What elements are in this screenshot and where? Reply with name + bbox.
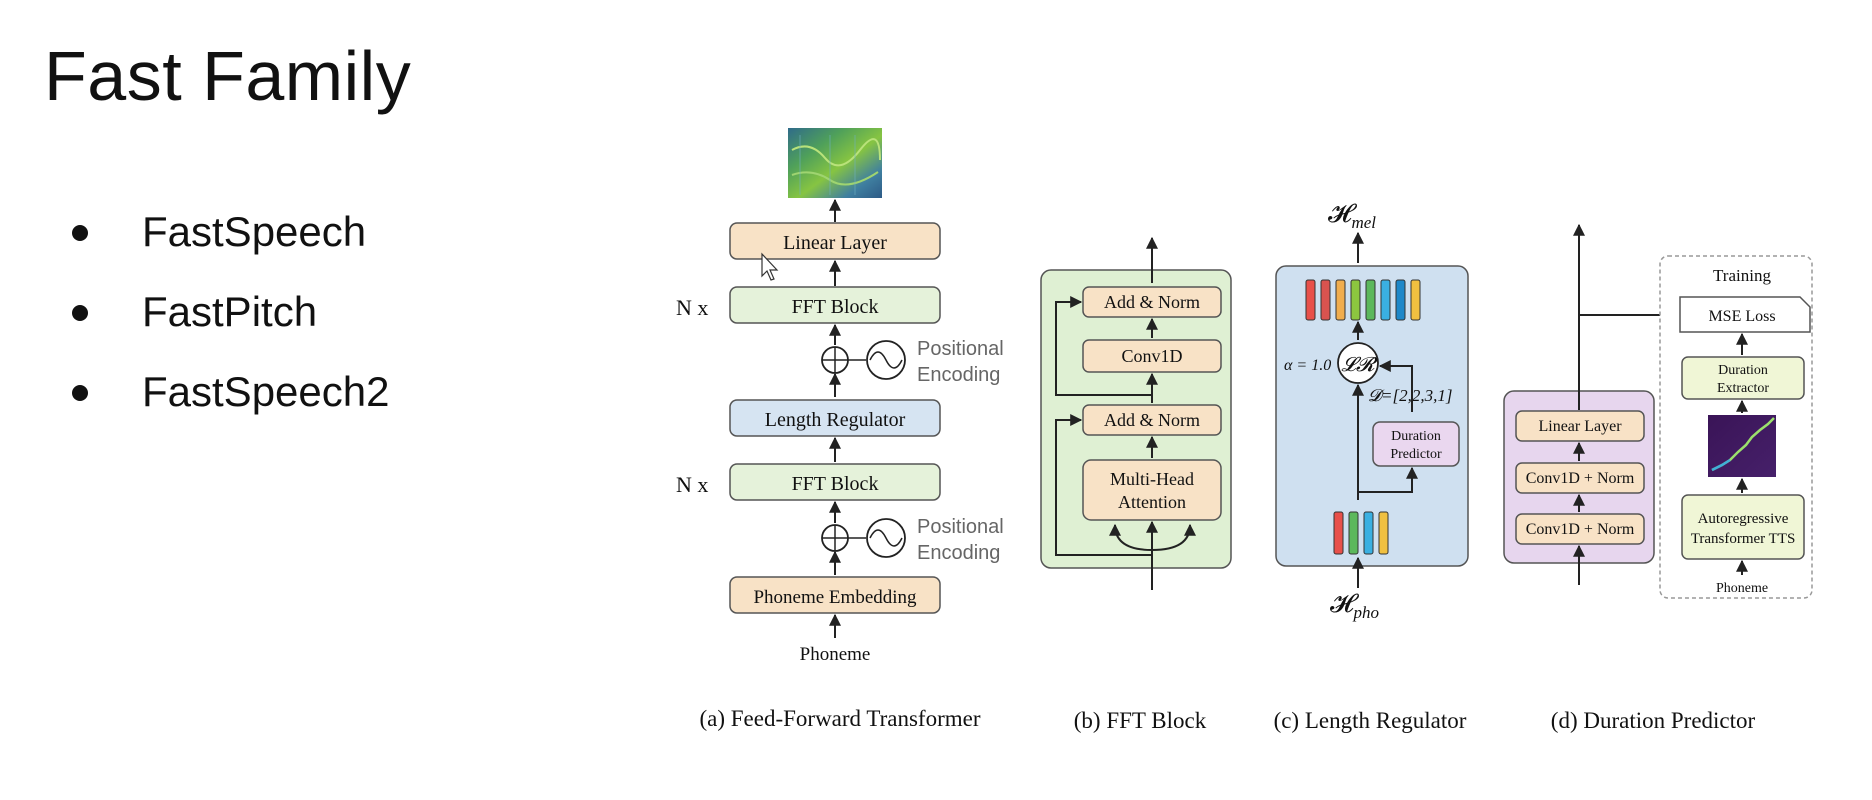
phoneme-embedding-label: Phoneme Embedding — [753, 587, 917, 608]
phoneme-hidden-bar — [1333, 511, 1344, 555]
fft-block-box — [729, 286, 941, 324]
phoneme-hidden-bar — [1363, 511, 1374, 555]
panel-length-regulator: 𝓗mel 𝓛𝓡 α = 1.0 𝓓=[2,2,3,1] Duration Pre… — [1274, 199, 1469, 733]
mel-frame-bar — [1365, 279, 1376, 321]
autoregressive-tts-box — [1681, 494, 1805, 560]
transformer-tts-label: Transformer TTS — [1691, 531, 1796, 547]
mel-frame-bar — [1305, 279, 1316, 321]
mel-frame-bar — [1395, 279, 1406, 321]
fft-block-label: FFT Block — [792, 473, 879, 495]
linear-layer-label: Linear Layer — [1538, 418, 1622, 435]
duration-extractor-label: Duration — [1718, 363, 1768, 378]
caption-d: (d) Duration Predictor — [1551, 708, 1756, 733]
caption-b: (b) FFT Block — [1074, 708, 1207, 733]
phoneme-input-label: Phoneme — [800, 644, 871, 665]
phoneme-hidden-bar — [1348, 511, 1359, 555]
panel-feed-forward-transformer: Linear Layer N x FFT Block Positional En… — [676, 128, 1004, 731]
positional-label: Positional — [917, 516, 1004, 538]
mel-frame-bars — [1305, 279, 1421, 321]
length-regulator-label: Length Regulator — [765, 409, 906, 431]
bullet-text: FastPitch — [142, 288, 318, 335]
duration-extractor-box — [1681, 356, 1805, 400]
fft-block-label: FFT Block — [792, 296, 879, 318]
multi-head-attention-box — [1082, 459, 1222, 521]
alpha-label: α = 1.0 — [1284, 357, 1331, 374]
mse-loss-box — [1679, 296, 1811, 333]
conv-norm-label: Conv1D + Norm — [1526, 521, 1635, 538]
encoding-label: Encoding — [917, 542, 1000, 564]
bullet-dot — [72, 225, 88, 241]
bullet-text: FastSpeech — [142, 208, 367, 255]
h-mel-subscript: mel — [1351, 213, 1376, 232]
bullet-dot — [72, 385, 88, 401]
linear-layer-box — [1515, 410, 1645, 442]
bullet-dot — [72, 305, 88, 321]
conv1d-label: Conv1D — [1121, 346, 1182, 366]
conv-norm-box — [1515, 462, 1645, 494]
n-x-label: N x — [676, 295, 708, 320]
autoregressive-label: Autoregressive — [1698, 511, 1789, 527]
add-norm-label: Add & Norm — [1104, 410, 1200, 430]
positional-label: Positional — [917, 338, 1004, 360]
caption-c: (c) Length Regulator — [1274, 708, 1467, 733]
slide-title: Fast Family — [44, 37, 412, 115]
add-norm-box — [1082, 404, 1222, 436]
caption-a: (a) Feed-Forward Transformer — [699, 706, 980, 731]
mse-loss-label: MSE Loss — [1708, 308, 1775, 325]
length-regulator-box — [729, 399, 941, 437]
mel-frame-bar — [1380, 279, 1391, 321]
h-pho-subscript: pho — [1352, 603, 1379, 622]
encoding-label: Encoding — [917, 364, 1000, 386]
bullet-list: FastSpeech FastPitch FastSpeech2 — [68, 200, 390, 440]
duration-label: Duration — [1391, 429, 1441, 444]
phoneme-input-label: Phoneme — [1716, 581, 1768, 596]
add-norm-label: Add & Norm — [1104, 292, 1200, 312]
positional-encoding-add-icon — [821, 518, 906, 558]
extractor-label: Extractor — [1717, 381, 1769, 396]
fft-block-box — [729, 463, 941, 501]
training-label: Training — [1713, 266, 1771, 285]
mel-frame-bar — [1350, 279, 1361, 321]
phoneme-hidden-bars — [1333, 511, 1389, 555]
linear-layer-box — [729, 222, 941, 260]
phoneme-hidden-bar — [1378, 511, 1389, 555]
bullet-item: FastSpeech — [68, 200, 390, 280]
lr-operator-label: 𝓛𝓡 — [1341, 354, 1378, 376]
panel-fft-block: Add & Norm Conv1D Add & Norm Multi-Head … — [1040, 236, 1232, 733]
bullet-item: FastSpeech2 — [68, 360, 390, 440]
multi-head-label: Multi-Head — [1110, 469, 1194, 489]
conv-norm-label: Conv1D + Norm — [1526, 470, 1635, 487]
h-pho-label: 𝓗pho — [1330, 589, 1379, 622]
lr-operator-circle — [1337, 342, 1379, 384]
n-x-label: N x — [676, 472, 708, 497]
phoneme-embedding-box — [729, 576, 941, 614]
length-regulator-panel — [1275, 265, 1469, 567]
conv-norm-box — [1515, 513, 1645, 545]
mel-frame-bar — [1335, 279, 1346, 321]
alignment-matrix-image — [1708, 415, 1776, 477]
mel-frame-bar — [1410, 279, 1421, 321]
duration-vector-label: 𝓓=[2,2,3,1] — [1368, 386, 1453, 405]
h-mel-label: 𝓗mel — [1328, 199, 1376, 232]
attention-label: Attention — [1118, 492, 1186, 512]
positional-encoding-add-icon — [821, 340, 906, 380]
add-norm-box — [1082, 286, 1222, 318]
mouse-cursor-icon — [761, 252, 779, 281]
mel-spectrogram-image — [788, 128, 882, 198]
panel-duration-predictor: Linear Layer Conv1D + Norm Conv1D + Norm… — [1503, 223, 1813, 733]
conv1d-box — [1082, 339, 1222, 373]
linear-layer-label: Linear Layer — [783, 232, 887, 254]
bullet-text: FastSpeech2 — [142, 368, 390, 415]
mel-frame-bar — [1320, 279, 1331, 321]
predictor-label: Predictor — [1390, 447, 1442, 462]
bullet-item: FastPitch — [68, 280, 390, 360]
duration-predictor-box — [1372, 421, 1460, 467]
